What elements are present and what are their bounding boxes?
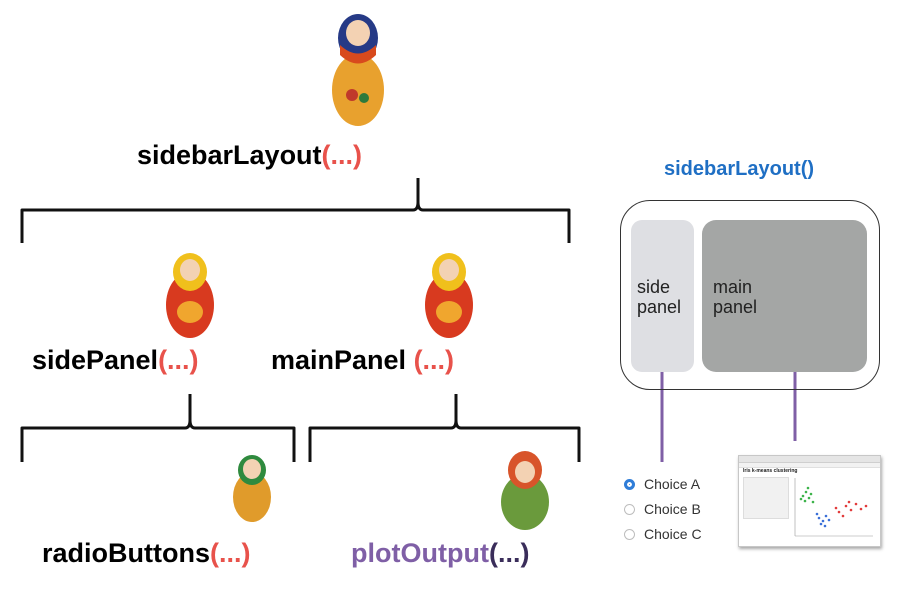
radio-unselected-icon bbox=[624, 528, 635, 540]
sidepanel-label: sidePanel(...) bbox=[32, 345, 199, 375]
radio-choice-b[interactable]: Choice B bbox=[624, 501, 701, 517]
radio-label: Choice C bbox=[644, 526, 702, 542]
radio-unselected-icon bbox=[624, 503, 635, 515]
nesting-doll-medium-icon bbox=[425, 253, 473, 338]
main-panel-label: main panel bbox=[713, 277, 758, 317]
browser-addressbar bbox=[739, 463, 880, 468]
layout-title: sidebarLayout() bbox=[664, 158, 815, 180]
brace-mainpanel bbox=[308, 394, 581, 462]
radio-choice-c[interactable]: Choice C bbox=[624, 526, 702, 542]
radio-label: Choice B bbox=[644, 501, 701, 517]
radiobuttons-label: radioButtons(...) bbox=[42, 538, 251, 568]
radio-selected-icon bbox=[624, 478, 635, 490]
sidebarlayout-label: sidebarLayout(...) bbox=[137, 140, 363, 170]
side-panel-box bbox=[631, 220, 694, 372]
radio-label: Choice A bbox=[644, 476, 701, 492]
main-panel-box bbox=[702, 220, 867, 372]
mainpanel-label: mainPanel (...) bbox=[271, 345, 455, 375]
layout-frame bbox=[620, 200, 880, 390]
plotoutput-label: plotOutput(...) bbox=[351, 538, 530, 568]
thumbnail-sidebar bbox=[743, 477, 789, 519]
browser-titlebar bbox=[739, 456, 880, 463]
nesting-doll-small-icon bbox=[233, 455, 271, 522]
brace-sidepanel bbox=[20, 394, 296, 462]
nesting-doll-medium-icon bbox=[166, 253, 214, 338]
radio-choice-a[interactable]: Choice A bbox=[624, 476, 700, 492]
plot-thumbnail: Iris k-means clustering bbox=[738, 455, 881, 547]
nesting-doll-large-icon bbox=[332, 14, 384, 126]
nesting-doll-small-icon bbox=[501, 451, 549, 530]
thumbnail-scatter bbox=[794, 478, 873, 537]
thumbnail-title: Iris k-means clustering bbox=[743, 468, 798, 474]
side-panel-label: side panel bbox=[637, 277, 682, 317]
brace-root bbox=[20, 178, 571, 243]
